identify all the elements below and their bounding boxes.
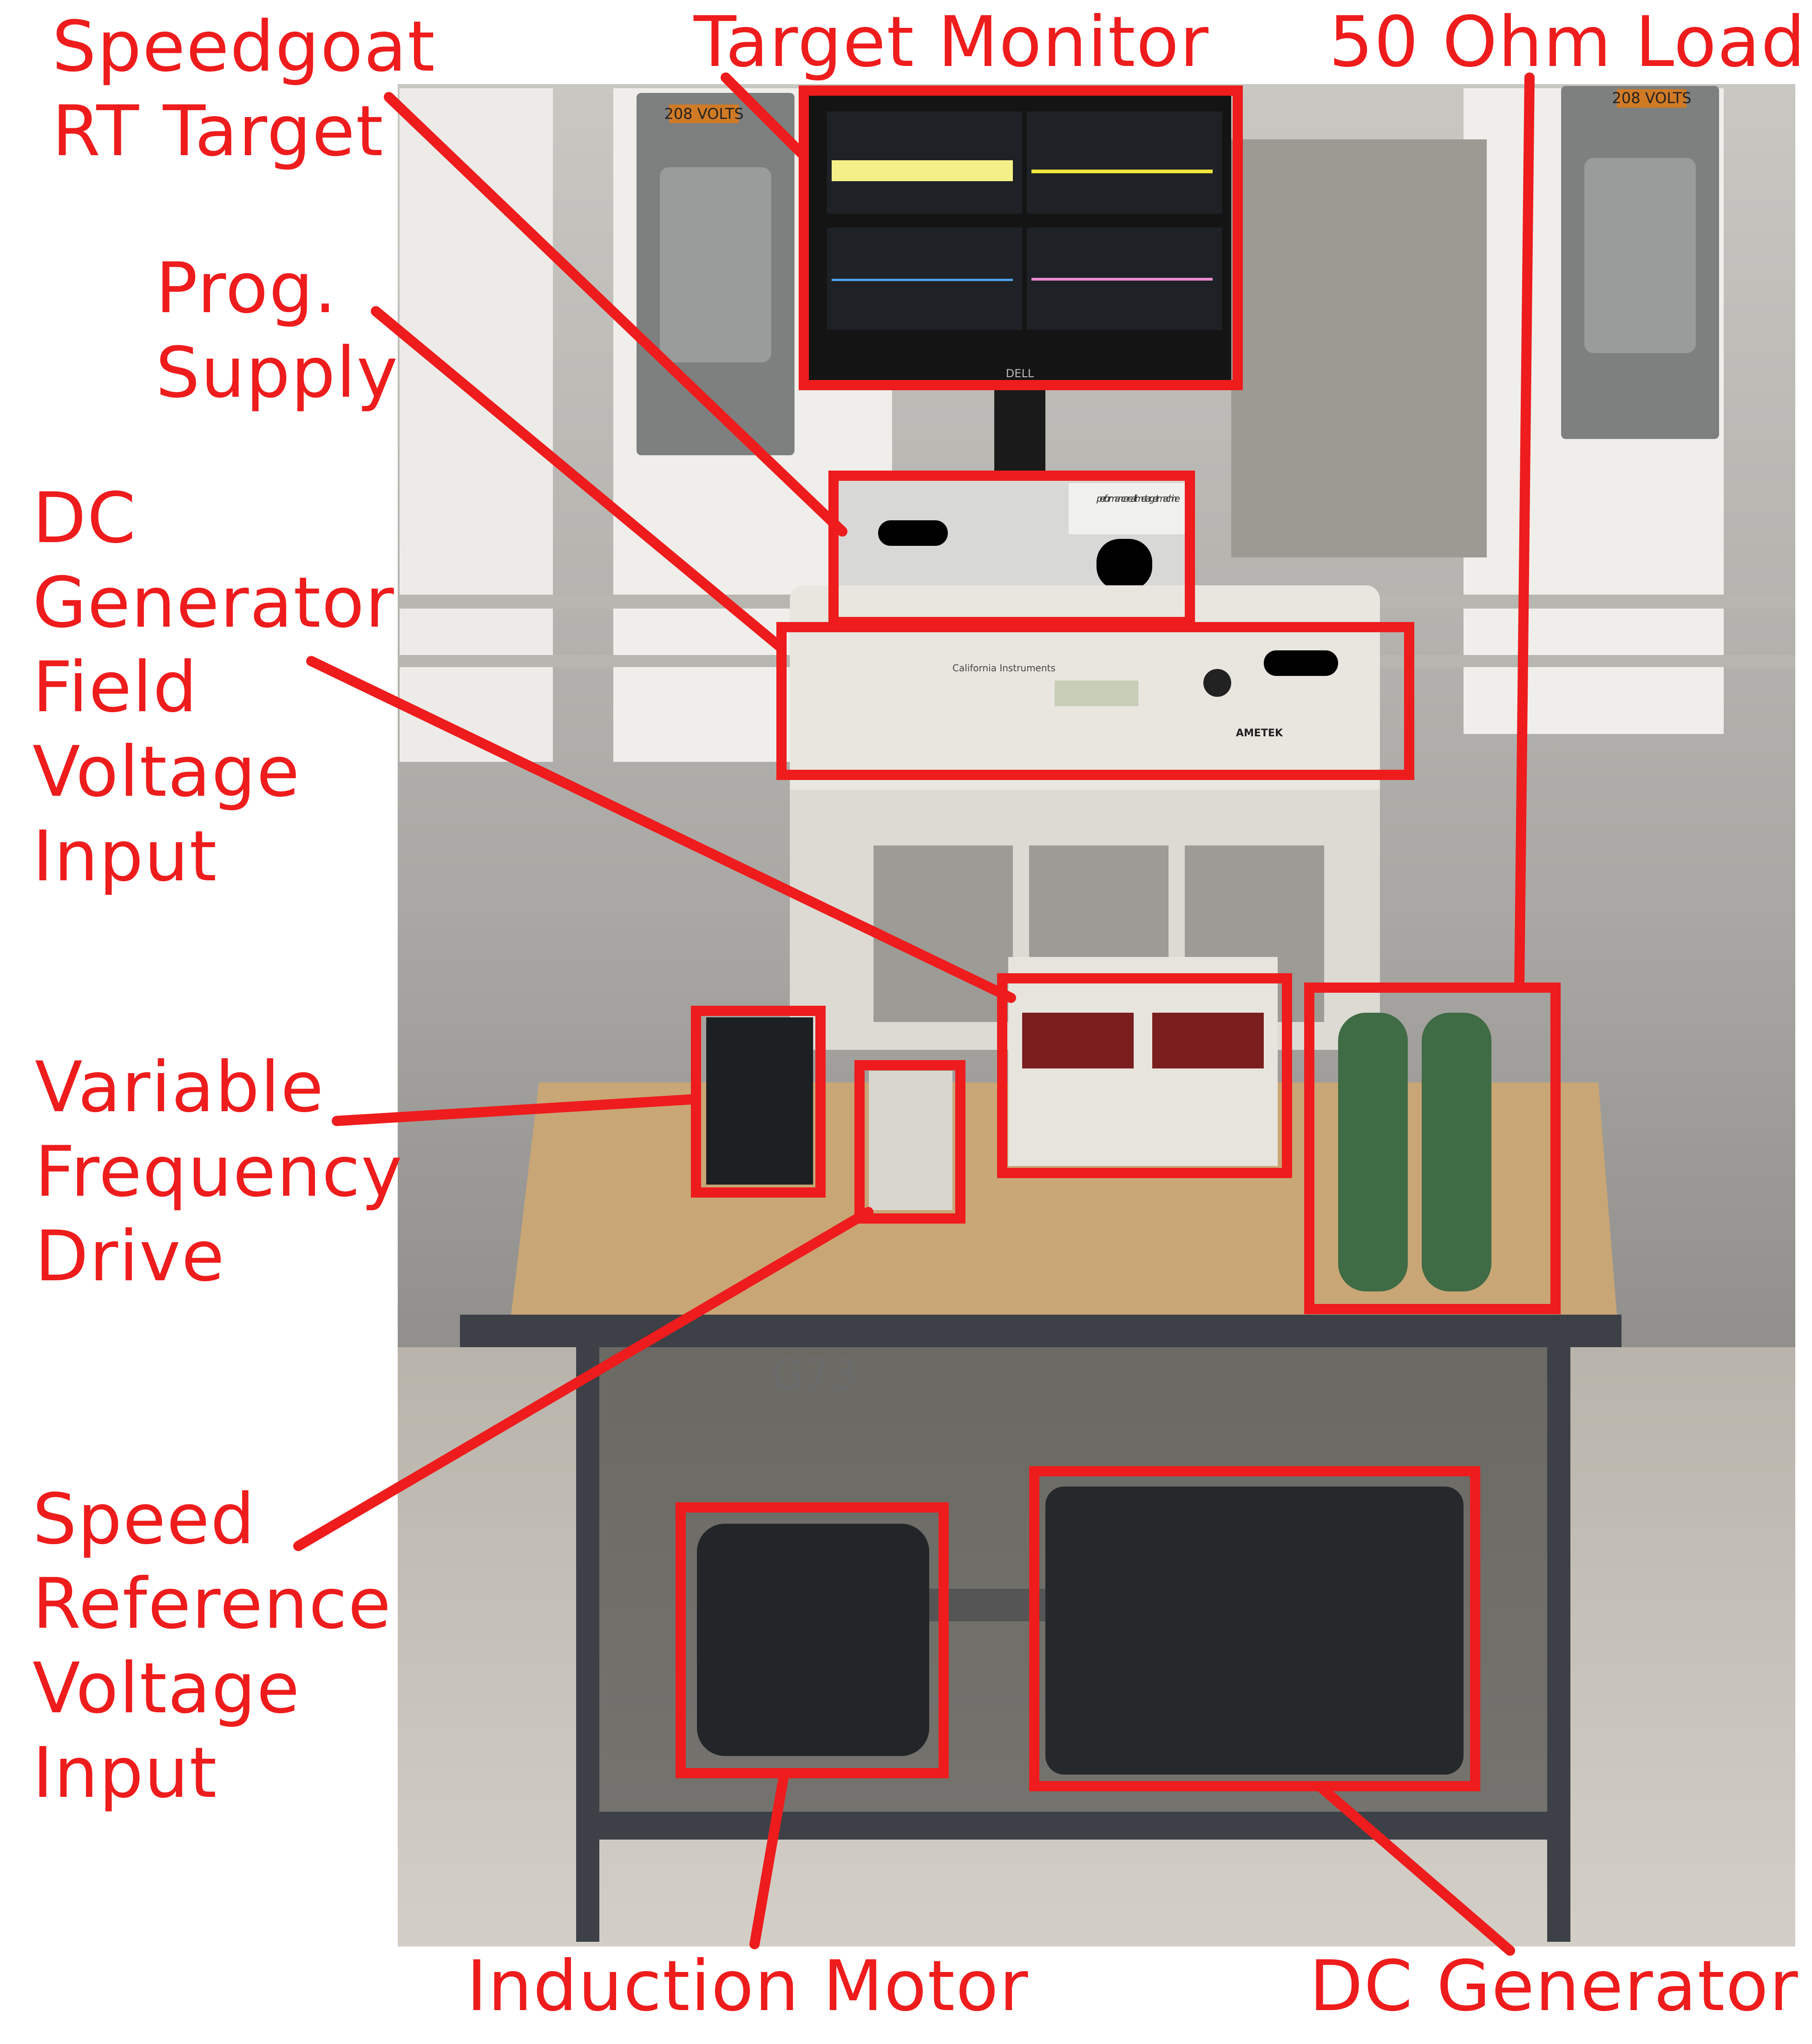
cart-shelf: [576, 1812, 1570, 1840]
leader-vfd: [332, 1094, 701, 1126]
label-line: Input: [33, 1733, 218, 1814]
label-line: RT Target: [52, 91, 384, 172]
wall-board-left: [400, 88, 553, 762]
label-dc-generator: DC Generator: [1309, 1946, 1799, 2027]
box-load: [1304, 983, 1561, 1314]
label-speed-ref: Speed Reference Voltage Input: [33, 1477, 392, 1815]
label-load: 50 Ohm Load: [1329, 2, 1806, 83]
label-line: Drive: [35, 1216, 225, 1297]
annotation-boxes: [676, 85, 1561, 1791]
target-monitor-photo: DELL: [808, 93, 1231, 474]
supply-maker: California Instruments: [952, 662, 1056, 674]
load-resistor: [1422, 1013, 1491, 1291]
label-induction-motor: Induction Motor: [466, 1946, 1029, 2027]
monitor-brand: DELL: [1006, 367, 1034, 380]
load-resistor: [1338, 1013, 1408, 1291]
box-target-monitor: [799, 85, 1243, 390]
label-line: DC: [33, 478, 137, 559]
box-prog-supply: [776, 622, 1414, 780]
label-line: Field: [33, 647, 198, 728]
label-line: Frequency: [35, 1132, 403, 1212]
panel-voltage-label: 208 VOLTS: [1612, 89, 1691, 107]
dc-generator-photo: [1045, 1487, 1464, 1775]
label-line: Input: [33, 816, 218, 897]
speed-ref-supply-photo: [869, 1071, 952, 1210]
cart-frame: [460, 1315, 1622, 1347]
annotation-leaders: [293, 72, 1535, 1956]
label-line: Reference: [33, 1564, 392, 1644]
label-line: Generator: [33, 563, 395, 643]
vfd-photo: [706, 1017, 813, 1185]
electrical-panel-left: 208 VOLTS: [637, 93, 794, 455]
label-line: Prog.: [156, 248, 337, 329]
label-line: Supply: [156, 333, 399, 413]
box-dc-generator: [1029, 1466, 1480, 1791]
electrical-panel-right: 208 VOLTS: [1561, 86, 1719, 439]
box-induction-motor: [676, 1502, 949, 1778]
speedgoat-tagline: performance real-time target machine: [1096, 493, 1180, 504]
leader-dc-generator: [1317, 1783, 1515, 1956]
leader-load: [1514, 72, 1535, 993]
leader-dc-field: [306, 656, 1016, 1003]
label-line: Voltage: [33, 732, 301, 812]
leader-prog-supply: [371, 306, 787, 653]
leader-induction-motor: [749, 1768, 789, 1949]
box-dc-field-input: [997, 973, 1292, 1178]
label-vfd: Variable Frequency Drive: [35, 1045, 403, 1299]
leader-target-monitor: [721, 72, 809, 161]
label-dc-field-input: DC Generator Field Voltage Input: [33, 476, 395, 899]
cart-leg: [576, 1347, 599, 1942]
label-target-monitor: Target Monitor: [694, 2, 1209, 83]
label-speedgoat: Speedgoat RT Target: [52, 5, 436, 174]
leader-speed-ref: [293, 1207, 873, 1551]
label-line: Speed: [33, 1479, 256, 1560]
label-line: Voltage: [33, 1648, 301, 1729]
box-speed-ref: [854, 1060, 965, 1224]
label-prog-supply: Prog. Supply: [156, 246, 399, 415]
wall-stairs: [1231, 139, 1487, 557]
label-line: Variable: [35, 1047, 325, 1128]
leader-speedgoat: [384, 92, 847, 537]
supply-brand: AMETEK: [1236, 727, 1283, 739]
panel-voltage-label: 208 VOLTS: [664, 105, 743, 123]
induction-motor-photo: [697, 1524, 929, 1756]
cart-leg: [1547, 1347, 1570, 1942]
label-line: Speedgoat: [52, 7, 436, 87]
cart-marking: G73: [771, 1350, 857, 1399]
